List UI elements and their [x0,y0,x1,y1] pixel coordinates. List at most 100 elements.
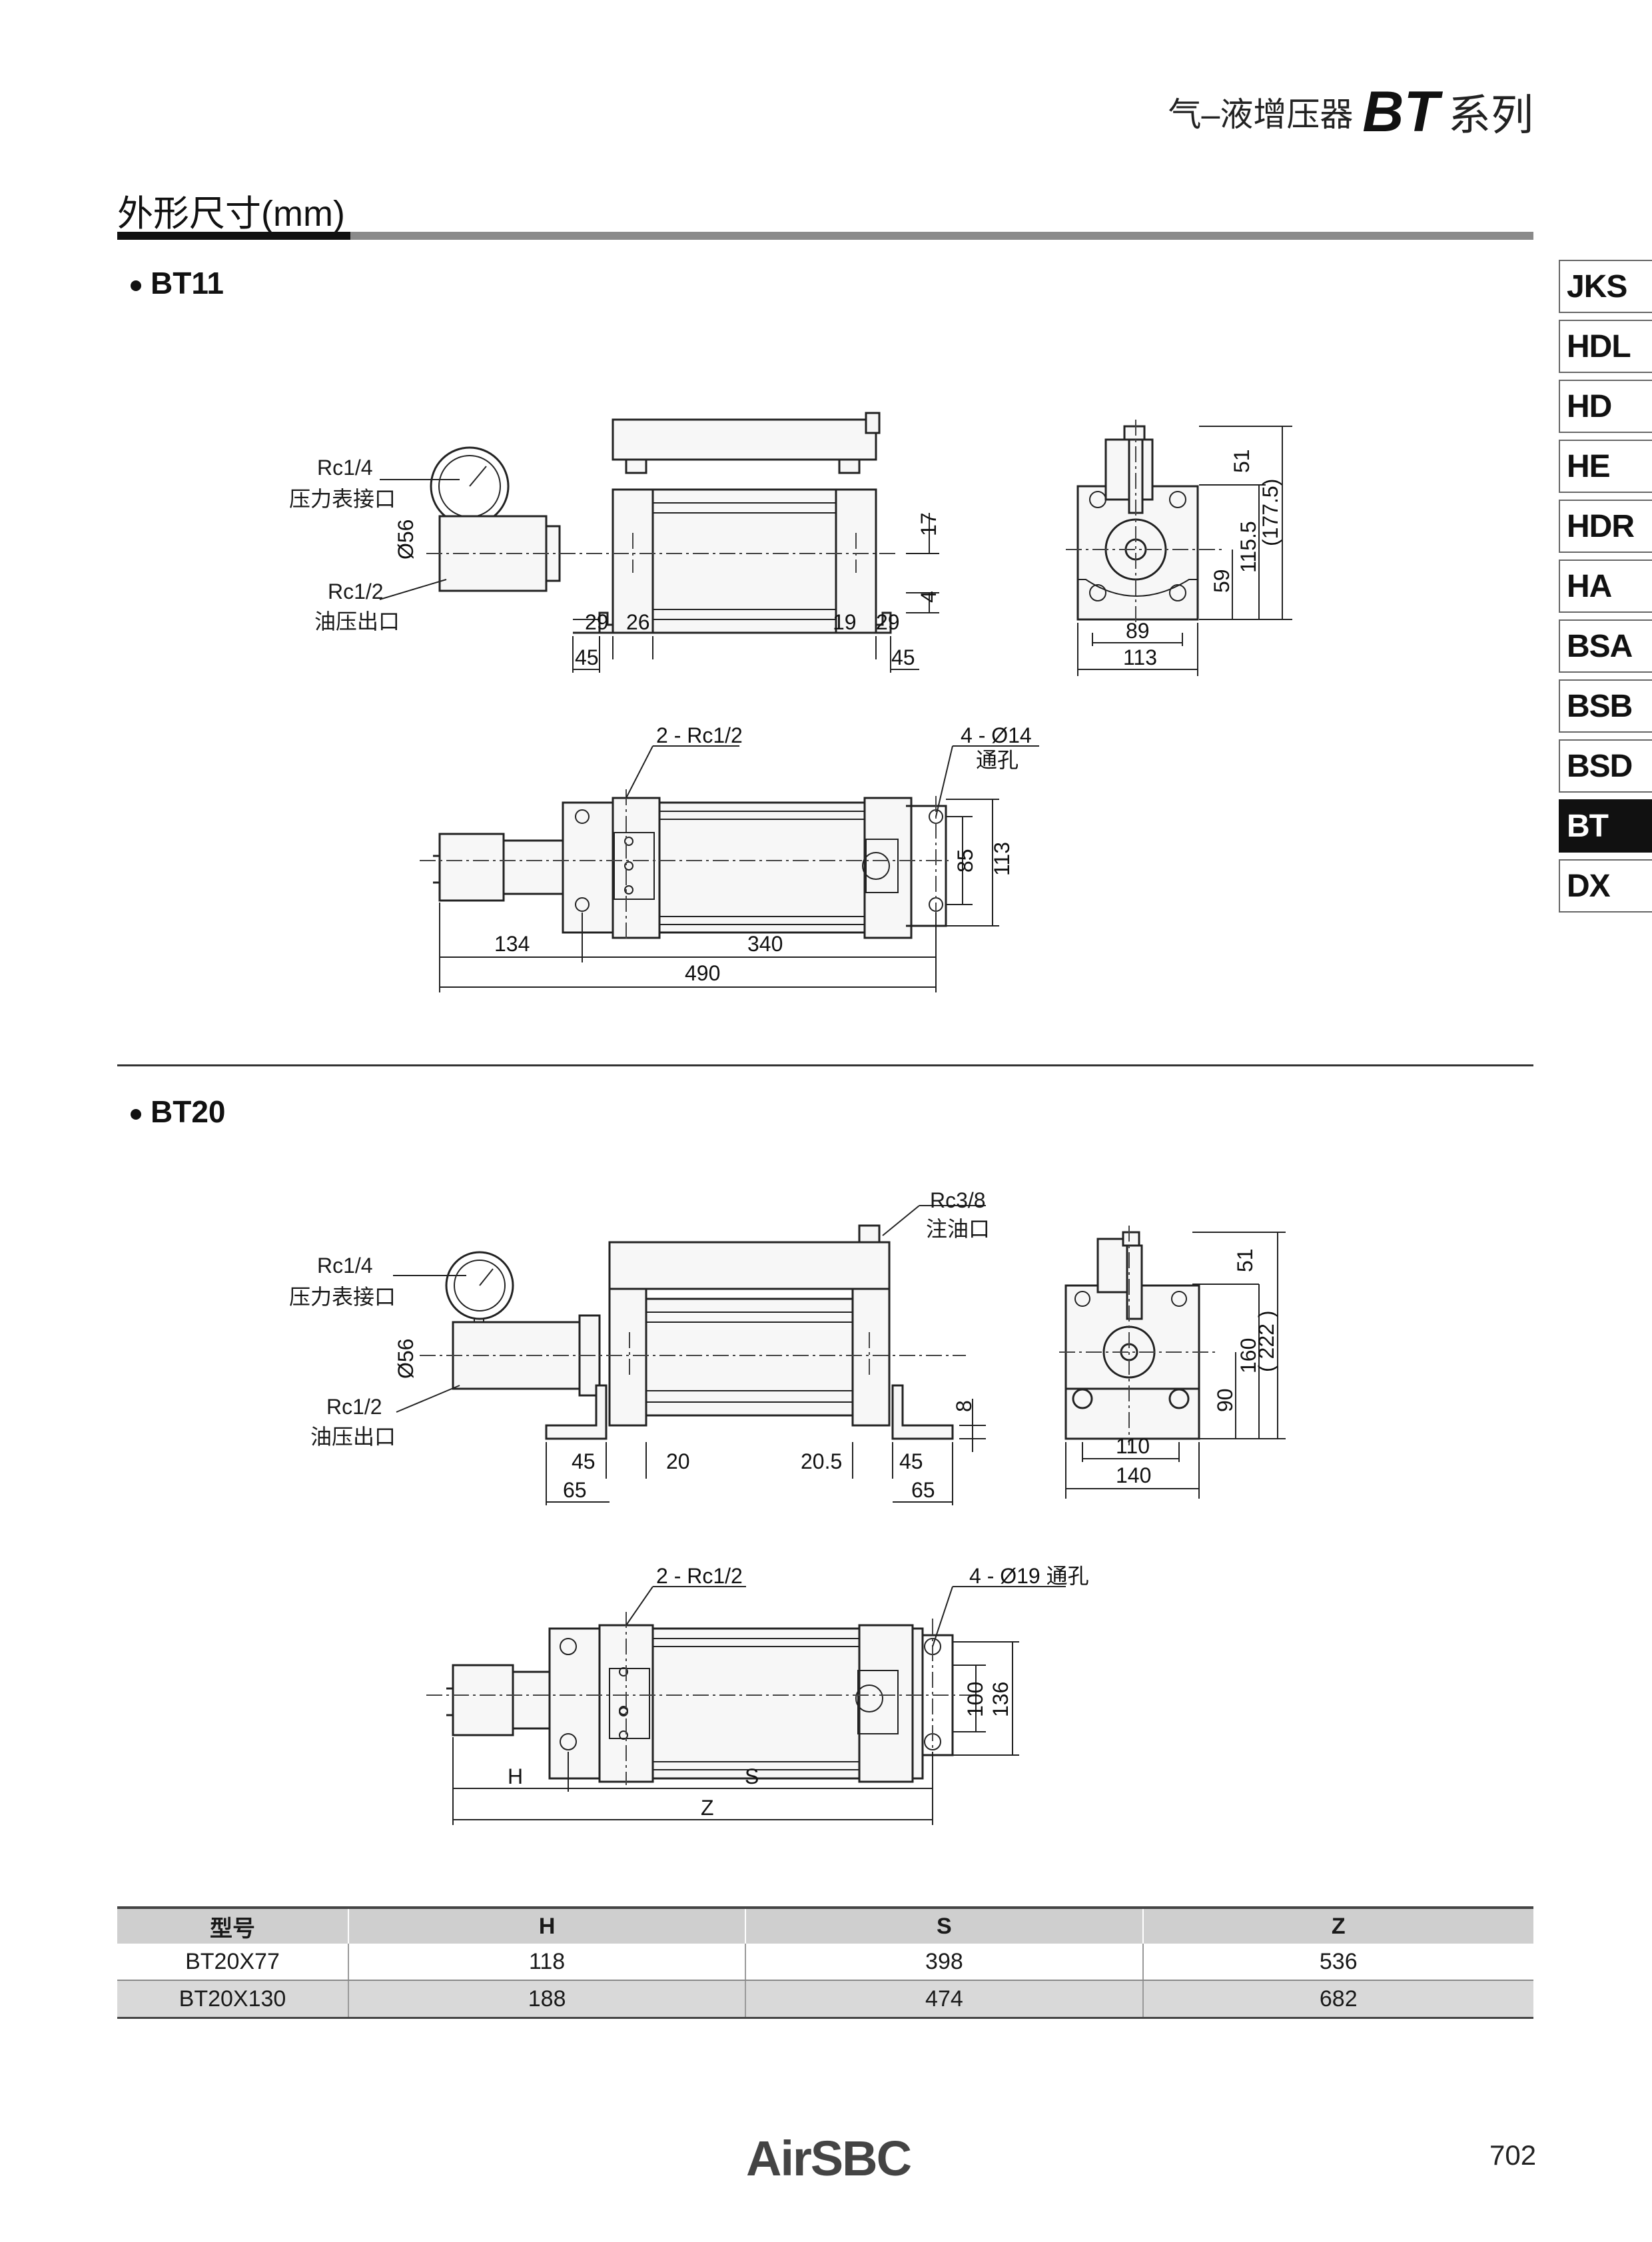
bt20-top-100: 100 [963,1682,987,1717]
bt11-dim-26: 26 [626,610,650,634]
bt20-dim-45b: 45 [899,1449,923,1473]
air-cylinder-top [608,1241,891,1290]
table-row: BT20X77 118 398 536 [117,1944,1533,1981]
col-header-h: H [348,1906,747,1944]
tab-bsa[interactable]: BSA [1559,619,1652,673]
bt20-gauge-label: 压力表接口 [289,1285,396,1309]
bt11-dim-17: 17 [917,512,941,536]
bt20-dim-20: 20 [666,1449,690,1473]
cell-s: 398 [745,1944,1144,1981]
bt11-outlet-thread: Rc1/2 [328,579,384,603]
cell-model: BT20X130 [117,1980,349,2019]
spec-table: 型号 H S Z BT20X77 118 398 536 BT20X130 18… [117,1906,1533,2019]
top-tube [438,833,505,902]
bt11-top-ports: 2 - Rc1/2 [656,723,743,747]
bt20-front-view: 45 20 20.5 45 65 65 8 Ø56 [393,1205,986,1505]
tab-hdl[interactable]: HDL [1559,320,1652,373]
bt11-side-59: 59 [1210,569,1234,593]
bt11-top-85: 85 [953,849,977,873]
bt11-front-view: 29 26 19 29 45 45 17 4 Ø56 [379,412,941,673]
cell-z: 536 [1142,1944,1533,1981]
bt20-fill-label: 注油口 [926,1217,991,1241]
tab-hdr[interactable]: HDR [1559,500,1652,553]
bt11-side-51: 51 [1230,449,1254,473]
bt11-top-134: 134 [494,932,530,956]
cell-z: 682 [1142,1980,1533,2019]
bt11-side-177-5: (177.5) [1258,479,1282,546]
bt11-heading: BT11 [131,265,224,301]
bullet-icon [131,1108,141,1120]
side-tab-nav: JKS HDL HD HE HDR HA BSA BSB BSD BT DX [1559,260,1652,919]
bt20-side-51: 51 [1233,1248,1257,1272]
bt11-heading-text: BT11 [151,266,224,300]
tab-bsb[interactable]: BSB [1559,679,1652,733]
bt20-side-110: 110 [1116,1434,1150,1458]
cell-model: BT20X77 [117,1944,349,1981]
bt11-side-view: 51 115.5 (177.5) 59 89 113 [1066,420,1292,676]
title-rule [117,232,1533,240]
page-number: 702 [1489,2139,1537,2171]
bt20-top-ports: 2 - Rc1/2 [656,1564,743,1588]
bt11-dim-45a: 45 [575,645,599,669]
series-code: BT [1362,79,1439,144]
cell-s: 474 [745,1980,1144,2019]
bt11-dim-45b: 45 [891,645,915,669]
bt20-side-160: 160 [1236,1338,1260,1373]
tab-bsd[interactable]: BSD [1559,739,1652,793]
bt20-dim-45a: 45 [572,1449,596,1473]
cell-h: 118 [348,1944,747,1981]
bt20-side-90: 90 [1213,1388,1237,1412]
bt20-side-222: ( 222 ) [1254,1311,1278,1372]
bt20-outlet-label: 油压出口 [310,1425,396,1449]
bt20-gauge-thread: Rc1/4 [317,1254,373,1278]
table-row: BT20X130 188 474 682 [117,1980,1533,2019]
brand-logo: AirSBC [746,2131,912,2186]
bt20-top-s: S [745,1764,759,1788]
section-title: 外形尺寸(mm) [117,194,345,234]
tab-dx[interactable]: DX [1559,859,1652,913]
tab-jks[interactable]: JKS [1559,260,1652,313]
bt20-diameter: Ø56 [394,1339,418,1379]
bt11-dim-19: 19 [833,610,857,634]
series-header: 气–液增压器 BT 系列 [1168,79,1533,145]
table-header-row: 型号 H S Z [117,1906,1533,1944]
bt20-top-136: 136 [989,1682,1013,1717]
air-cylinder-top [612,418,877,461]
bt20-heading-text: BT20 [151,1094,226,1129]
bt11-dim-29a: 29 [585,610,609,634]
bt11-top-113: 113 [990,842,1014,876]
bt11-top-340: 340 [747,932,783,956]
col-header-z: Z [1142,1906,1533,1944]
series-suffix: 系列 [1448,91,1533,139]
bt20-top-holes: 4 - Ø19 通孔 [969,1564,1089,1588]
col-header-s: S [745,1906,1144,1944]
bt11-dim-29b: 29 [876,610,900,634]
bt11-top-holes-note: 通孔 [976,748,1019,772]
bt11-dim-4: 4 [917,591,941,603]
tab-he[interactable]: HE [1559,440,1652,493]
tab-ha[interactable]: HA [1559,560,1652,613]
bt11-gauge-thread: Rc1/4 [317,456,373,480]
bt20-dim-20-5: 20.5 [801,1449,842,1473]
bt20-top-z: Z [701,1796,714,1820]
bt20-top-view: 100 136 H S Z 2 - Rc1/2 4 - Ø19 通孔 [426,1564,1089,1825]
bt20-side-140: 140 [1116,1463,1151,1487]
bt20-dim-8: 8 [952,1400,976,1412]
cell-h: 188 [348,1980,747,2019]
bt20-heading: BT20 [131,1094,225,1130]
bt11-top-view: 85 113 134 340 490 2 - Rc1/2 4 - Ø14 通孔 [420,723,1039,992]
bt20-fill-thread: Rc3/8 [930,1188,986,1212]
bt20-dim-65b: 65 [911,1478,935,1502]
section-divider [117,1064,1533,1066]
bt20-side-view: 51 160 ( 222 ) 90 110 140 [1059,1226,1286,1499]
bt11-side-115-5: 115.5 [1236,521,1260,573]
bt20-outlet-thread: Rc1/2 [326,1395,382,1419]
bt11-top-holes: 4 - Ø14 [961,723,1032,747]
tab-hd[interactable]: HD [1559,380,1652,433]
col-header-model: 型号 [117,1906,349,1944]
cylinder-body [645,1298,854,1417]
tab-bt[interactable]: BT [1559,799,1652,853]
bt11-side-113: 113 [1123,645,1157,669]
bt20-dim-65a: 65 [563,1478,587,1502]
bt11-gauge-label: 压力表接口 [289,487,396,511]
